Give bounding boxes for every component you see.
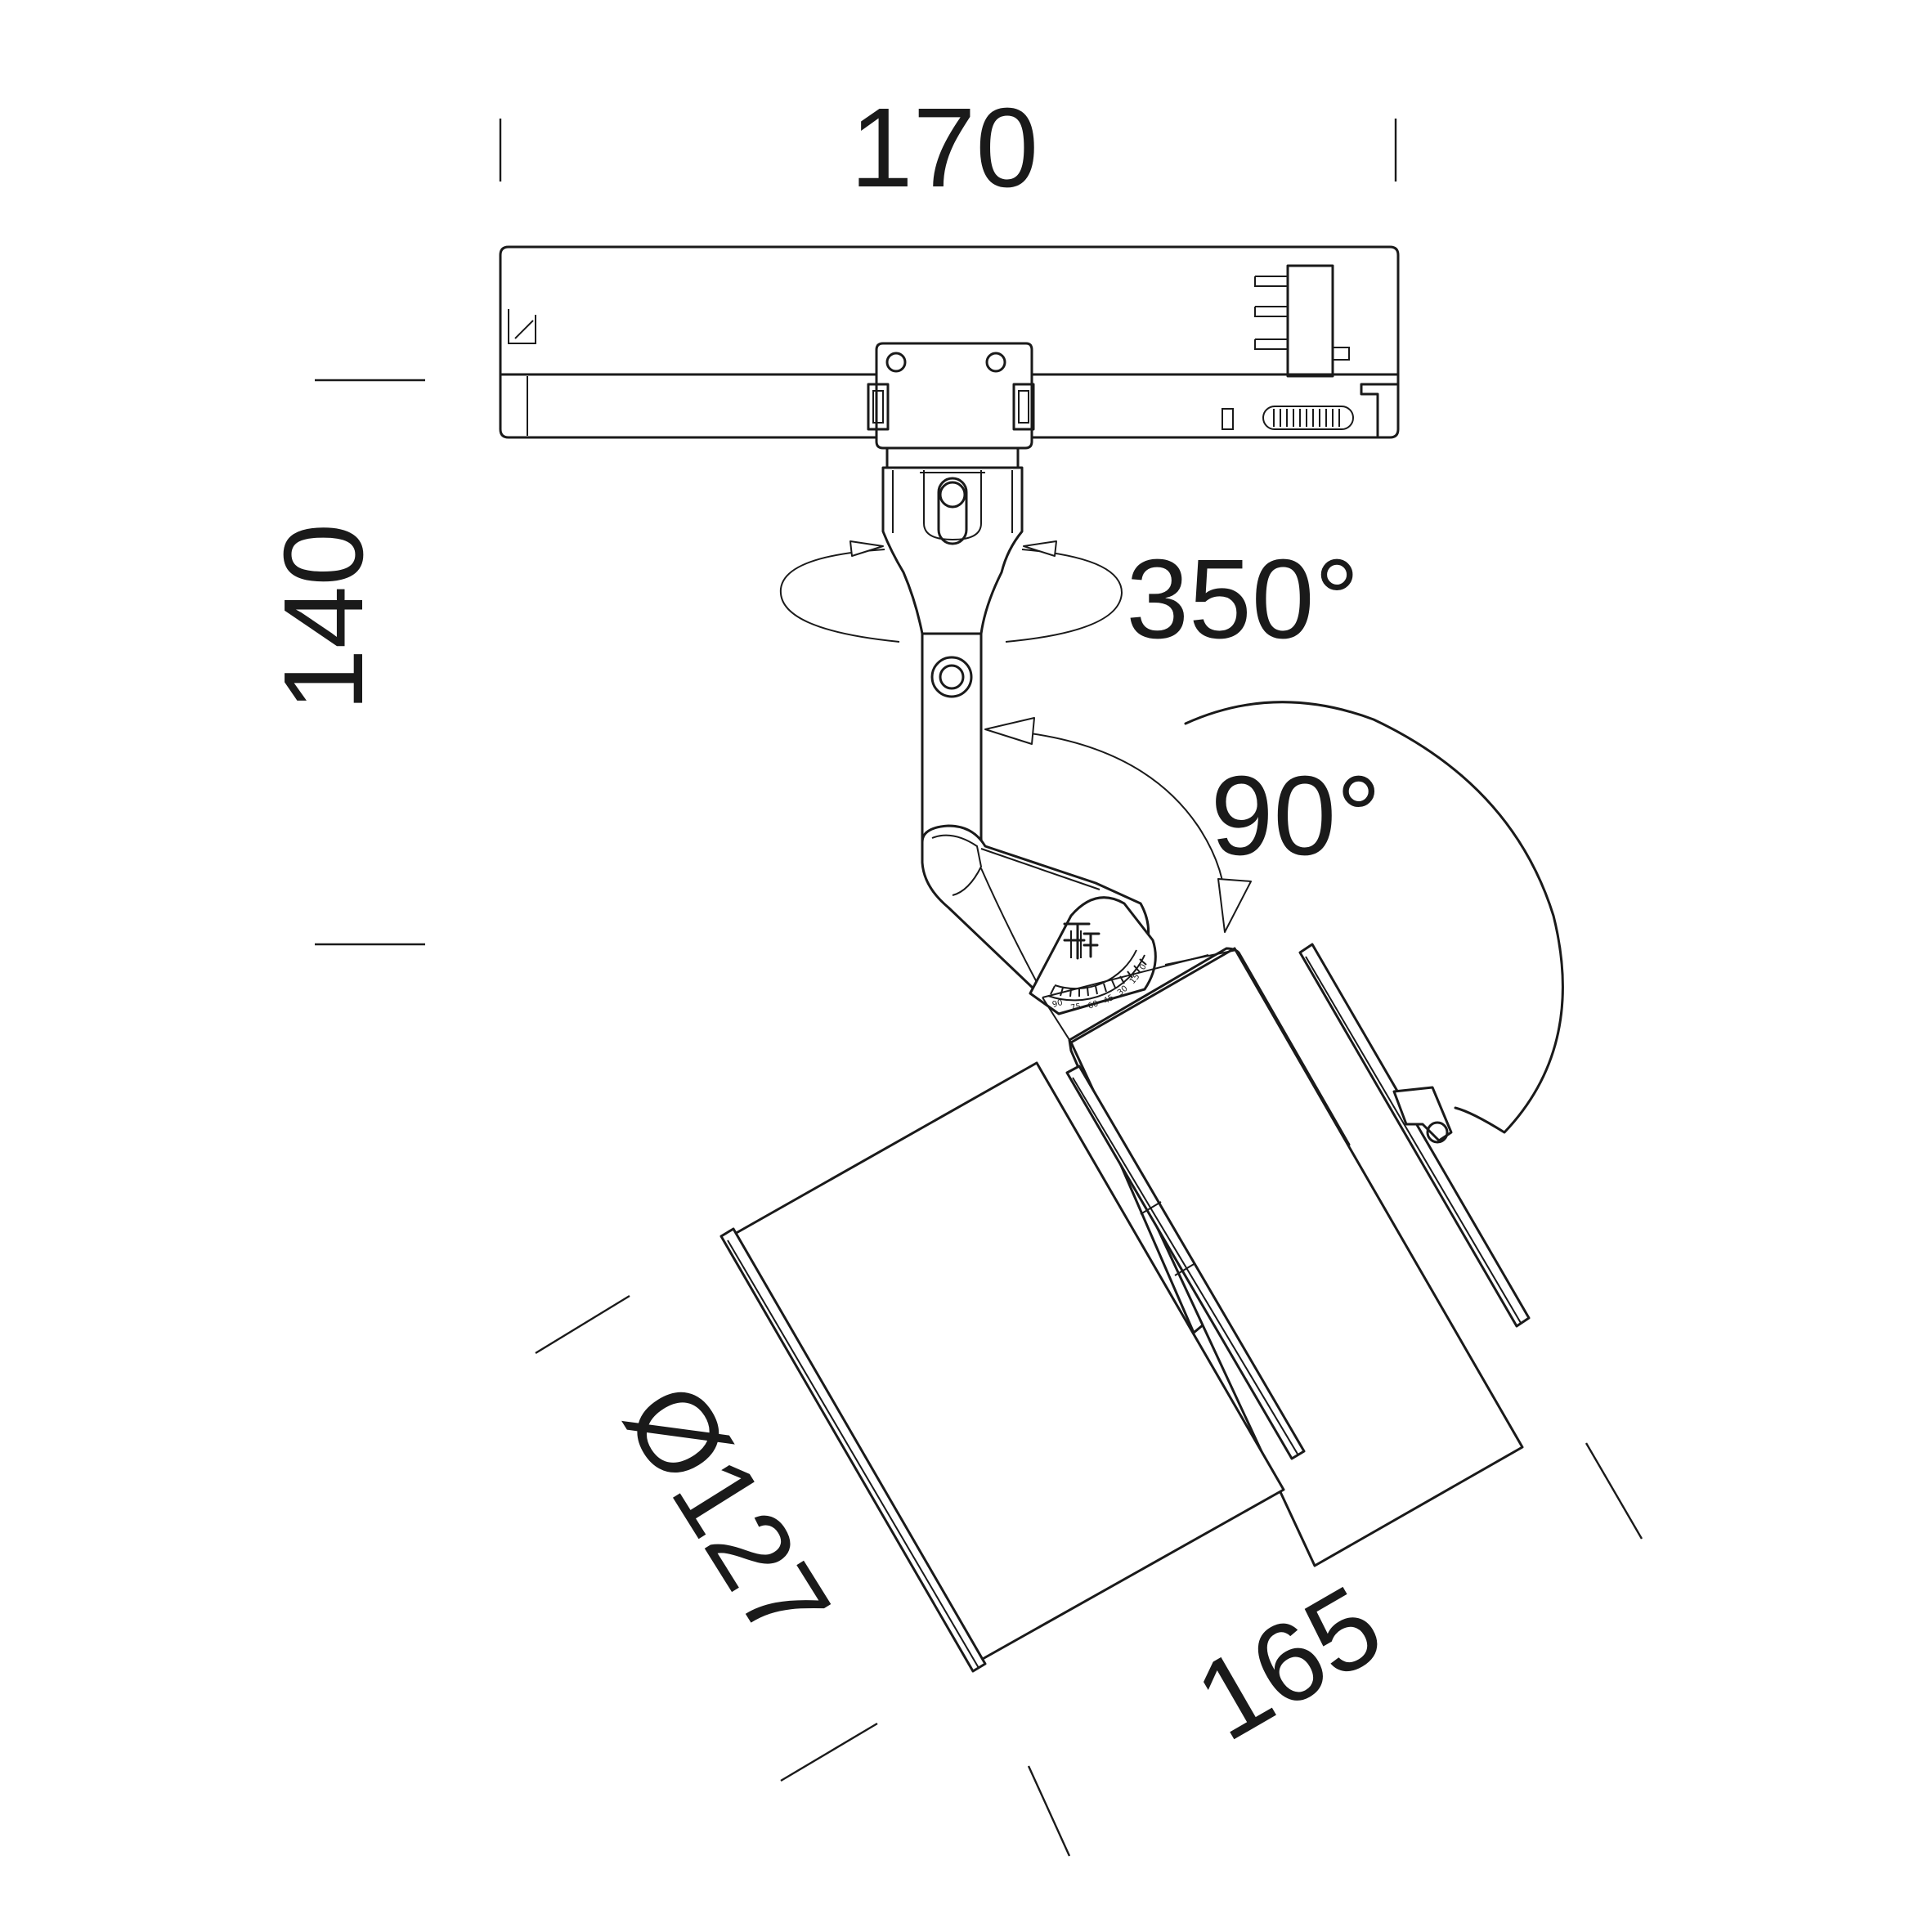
mounting-collar bbox=[885, 446, 1020, 469]
mounting-screw-right bbox=[985, 352, 1006, 373]
neck-edge-lines bbox=[892, 470, 1013, 533]
middle-ring bbox=[1065, 1065, 1306, 1460]
dimension-height-label: 140 bbox=[261, 523, 387, 711]
adapter-connector-tab bbox=[1333, 347, 1350, 361]
length-extension-left bbox=[1027, 1765, 1071, 1857]
rotation-angle-label: 350° bbox=[1126, 536, 1359, 662]
tilt-hub bbox=[1029, 896, 1157, 1015]
tilt-scale-label-75: 75 bbox=[1070, 1002, 1082, 1013]
tilt-arrow-top bbox=[984, 717, 1035, 745]
motion-indicators bbox=[779, 540, 1564, 1134]
cable-loop bbox=[1184, 701, 1564, 1134]
neck-body bbox=[881, 466, 1024, 635]
neck-and-arm: 90 75 60 45 30 15 0 bbox=[881, 466, 1157, 1015]
adapter-end-step bbox=[1360, 383, 1398, 437]
ff-logo-icon bbox=[1063, 922, 1100, 960]
elbow-inner-curve bbox=[931, 834, 983, 896]
adapter-latch-slash bbox=[514, 320, 534, 339]
dimension-length-label: 165 bbox=[1176, 1562, 1401, 1764]
adapter-knurl-ridges bbox=[1273, 409, 1340, 427]
rear-section-top-edge bbox=[1164, 949, 1237, 966]
adapter-connector-pins bbox=[1254, 276, 1288, 350]
middle-ring-inner bbox=[1072, 1077, 1299, 1456]
dimension-width-label: 170 bbox=[850, 85, 1038, 211]
rotation-ellipse bbox=[779, 549, 1123, 643]
neck-slot bbox=[937, 477, 968, 545]
front-lens-rim bbox=[719, 1227, 987, 1673]
mounting-clip-right bbox=[1012, 383, 1035, 431]
neck-screw bbox=[939, 481, 966, 509]
arm-screw-inner bbox=[939, 664, 965, 690]
tilt-scale-arc-outer bbox=[1047, 954, 1145, 1002]
mounting-clip-right-inner bbox=[1018, 390, 1029, 424]
rotation-arrow-left bbox=[849, 540, 884, 557]
tilt-scale-arc-inner bbox=[1054, 949, 1137, 990]
tilt-scale-label-60: 60 bbox=[1087, 999, 1100, 1011]
tilt-arrow-bottom bbox=[1217, 878, 1252, 933]
track-adapter bbox=[499, 245, 1400, 469]
rear-cover-strip-inner bbox=[1305, 956, 1522, 1324]
front-lens-rim-inner bbox=[727, 1239, 979, 1669]
mounting-clip-left bbox=[867, 383, 890, 431]
length-extension-right bbox=[1585, 1442, 1643, 1540]
dimension-diameter-label: Ø127 bbox=[601, 1362, 854, 1663]
diameter-extension-top bbox=[535, 1294, 630, 1355]
tilt-scale-label-0: 0 bbox=[1138, 962, 1149, 971]
adapter-knurled-wheel bbox=[1262, 406, 1354, 430]
lamp-head bbox=[719, 943, 1531, 1673]
rear-cover-strip bbox=[1298, 943, 1531, 1328]
mounting-clip-left-inner bbox=[872, 390, 884, 424]
elbow-top-edge bbox=[980, 848, 1100, 890]
tilt-scale-label-90: 90 bbox=[1051, 998, 1064, 1010]
middle-ring-joints bbox=[1140, 1201, 1196, 1276]
arm-screw-outer bbox=[930, 656, 973, 698]
diameter-extension-bottom bbox=[780, 1722, 878, 1782]
tilt-angle-label: 90° bbox=[1211, 753, 1382, 879]
adapter-latch-mark bbox=[508, 309, 536, 344]
adapter-indicator bbox=[1222, 408, 1234, 430]
mounting-screw-left bbox=[885, 352, 907, 373]
driver-clip bbox=[1392, 1086, 1453, 1142]
dimension-lines bbox=[315, 119, 1643, 1857]
neck-inner-collar bbox=[923, 470, 982, 541]
elbow-inner-edge bbox=[980, 867, 1039, 986]
rotation-arrow-right bbox=[1023, 540, 1057, 557]
mounting-block bbox=[875, 342, 1033, 450]
rear-section-body bbox=[1069, 947, 1524, 1567]
driver-clip-screw bbox=[1426, 1121, 1449, 1144]
